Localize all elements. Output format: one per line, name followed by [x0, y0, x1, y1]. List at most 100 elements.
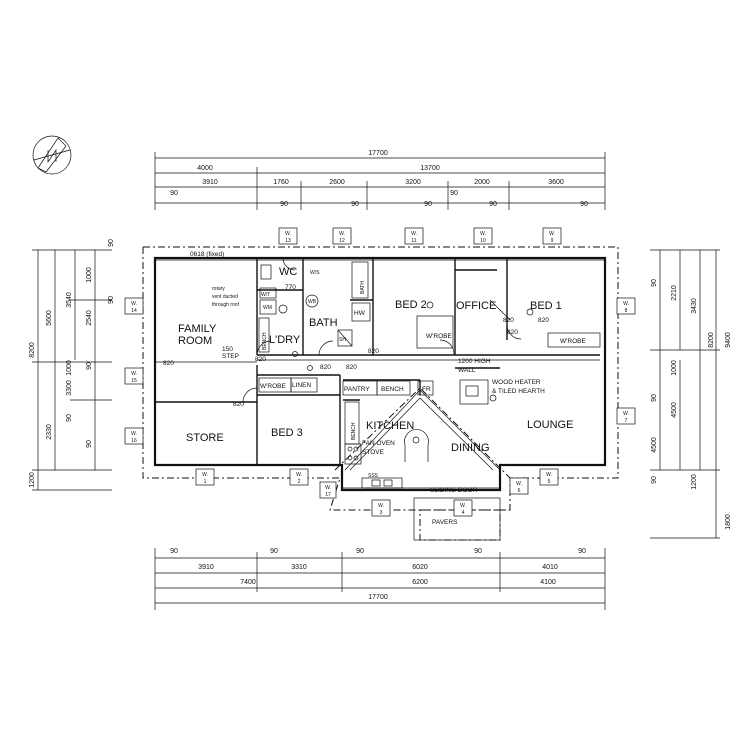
dim-left-1000a: 1000	[86, 267, 93, 283]
window-tag-11: W.11	[404, 227, 424, 245]
svg-text:W.: W.	[131, 431, 137, 437]
dim-bottom-4100: 4100	[540, 579, 556, 586]
label-high-wall-1: 1200 HIGH	[458, 358, 491, 365]
label-wash-trough: W/T	[261, 292, 270, 298]
dim-right-1000: 1000	[671, 360, 678, 376]
dim-right-1200: 1200	[691, 474, 698, 490]
label-bench-kitchen: BENCH	[381, 386, 404, 393]
dim-top-3910: 3910	[202, 179, 218, 186]
left-dimensions: 8200 5600 3540 1000 90 2540 1000 90 2330…	[29, 239, 115, 491]
svg-text:W.: W.	[480, 231, 486, 237]
svg-text:W.: W.	[325, 485, 331, 491]
dim-top-3600: 3600	[548, 179, 564, 186]
svg-text:W.: W.	[202, 472, 208, 478]
label-step-2: STEP	[222, 353, 239, 360]
dim-right-4500b: 4500	[651, 437, 658, 453]
svg-text:13: 13	[285, 238, 291, 244]
window-tag-5: W.5	[539, 468, 559, 486]
label-shower: SH	[339, 337, 346, 343]
label-window-fixed: 0618 (fixed)	[190, 251, 224, 258]
svg-text:16: 16	[131, 438, 137, 444]
dim-top-90g: 90	[450, 190, 458, 197]
label-bath-tub: BATH	[360, 281, 366, 294]
dim-bottom-90e: 90	[578, 548, 586, 555]
room-label-family-1: FAMILY	[178, 323, 217, 335]
svg-text:4: 4	[462, 510, 465, 516]
dim-left-8200: 8200	[29, 342, 36, 358]
label-washing-machine: WM	[263, 305, 272, 311]
room-label-family-2: ROOM	[178, 335, 212, 347]
label-rotary-1: rotary	[212, 286, 225, 292]
label-door-820-store: 820	[233, 401, 244, 408]
window-tag-16: W.16	[124, 427, 144, 445]
svg-text:W.: W.	[339, 231, 345, 237]
label-door-820-laundry: 820	[255, 356, 266, 363]
window-tag-14: W.14	[124, 297, 144, 315]
label-wash-basin: WB	[308, 299, 317, 305]
dim-left-3300: 3300	[66, 380, 73, 396]
label-door-820-office: 820	[503, 317, 514, 324]
dim-bottom-6200: 6200	[412, 579, 428, 586]
label-oven-1: FAN OVEN	[362, 440, 395, 447]
bottom-dimensions: 90 90 90 90 90 3910 3310 6020 4010 7400 …	[154, 548, 606, 610]
label-wood-heater-1: WOOD HEATER	[492, 379, 541, 386]
label-linen: LINEN	[292, 382, 311, 389]
dim-right-8200: 8200	[708, 332, 715, 348]
svg-text:10: 10	[480, 238, 486, 244]
svg-text:5: 5	[548, 479, 551, 485]
svg-text:17: 17	[325, 492, 331, 498]
svg-text:3: 3	[380, 510, 383, 516]
window-tag-15: W.15	[124, 367, 144, 385]
window-tag-1: W.1	[195, 468, 215, 486]
dim-right-1800: 1800	[725, 514, 732, 530]
label-wall-shelf: W/S	[310, 270, 320, 276]
svg-text:12: 12	[339, 238, 345, 244]
dim-top-2600: 2600	[329, 179, 345, 186]
label-rotary-3: through roof	[212, 302, 240, 308]
dim-left-5600: 5600	[46, 310, 53, 326]
svg-text:W.: W.	[131, 371, 137, 377]
label-door-770: 770	[285, 284, 296, 291]
svg-text:W.: W.	[516, 481, 522, 487]
svg-text:W.: W.	[285, 231, 291, 237]
label-wrobe-bed2: W'ROBE	[426, 333, 452, 340]
room-labels: WC FAMILY ROOM L'DRY BATH BED 2 OFFICE B…	[178, 266, 573, 454]
svg-text:2: 2	[298, 479, 301, 485]
label-door-820-bed1: 820	[507, 329, 518, 336]
window-tag-6: W.6	[509, 477, 529, 495]
dim-bottom-6020: 6020	[412, 564, 428, 571]
room-label-store: STORE	[186, 432, 224, 444]
label-door-820-bed2: 820	[538, 317, 549, 324]
north-arrow-icon	[32, 135, 72, 175]
window-tag-13: W.13	[278, 227, 298, 245]
dim-top-90f: 90	[580, 201, 588, 208]
window-tag-3: W.3	[371, 499, 391, 517]
window-tag-7: W.7	[616, 407, 636, 425]
dim-left-90d: 90	[86, 362, 93, 370]
dim-top-90b: 90	[280, 201, 288, 208]
window-tag-10: W.10	[473, 227, 493, 245]
fixture-labels: 0618 (fixed) rotary vent ducted through …	[163, 251, 586, 526]
label-oven-2: STOVE	[362, 449, 385, 456]
svg-text:W.: W.	[546, 472, 552, 478]
dim-bottom-90c: 90	[356, 548, 364, 555]
dim-left-90b: 90	[108, 296, 115, 304]
dim-left-1000b: 1000	[66, 360, 73, 376]
label-wood-heater-2: & TILED HEARTH	[492, 388, 545, 395]
label-door-820-hall1: 820	[320, 364, 331, 371]
svg-text:14: 14	[131, 308, 137, 314]
dim-right-3430: 3430	[691, 298, 698, 314]
label-bench-kitchen-v: BENCH	[351, 422, 357, 440]
dim-top-90c: 90	[351, 201, 359, 208]
label-door-820-hall2: 820	[346, 364, 357, 371]
room-label-laundry: L'DRY	[269, 334, 301, 346]
dim-top-13700: 13700	[420, 165, 440, 172]
dim-top-90e: 90	[489, 201, 497, 208]
label-sink: SSS	[368, 473, 379, 479]
dim-right-90a: 90	[651, 279, 658, 287]
room-label-bed1: BED 1	[530, 300, 562, 312]
window-tag-2: W.2	[289, 468, 309, 486]
dim-left-2540: 2540	[86, 310, 93, 326]
label-door-820-family: 820	[163, 360, 174, 367]
